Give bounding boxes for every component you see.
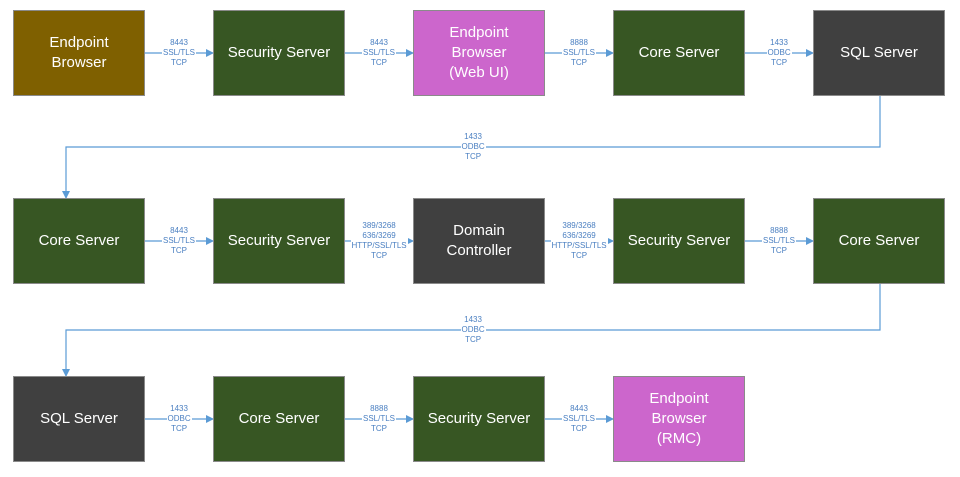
connection-label: 389/3268 636/3269 HTTP/SSL/TLS TCP xyxy=(550,221,608,261)
connection-label: 1433 ODBC TCP xyxy=(166,404,192,434)
connection-label: 8888 SSL/TLS TCP xyxy=(362,404,397,434)
connection-label: 8888 SSL/TLS TCP xyxy=(762,226,797,256)
node-core-server: Core Server xyxy=(813,198,945,284)
node-domain-controller: Domain Controller xyxy=(413,198,545,284)
connection-label: 389/3268 636/3269 HTTP/SSL/TLS TCP xyxy=(350,221,408,261)
node-sql-server: SQL Server xyxy=(813,10,945,96)
connection-label: 1433 ODBC TCP xyxy=(460,132,486,162)
connection-label: 1433 ODBC TCP xyxy=(460,315,486,345)
node-sql-server: SQL Server xyxy=(13,376,145,462)
node-security-server: Security Server xyxy=(213,198,345,284)
node-core-server: Core Server xyxy=(13,198,145,284)
node-endpoint-browser-rmc: Endpoint Browser (RMC) xyxy=(613,376,745,462)
node-security-server: Security Server xyxy=(213,10,345,96)
connection-label: 8443 SSL/TLS TCP xyxy=(162,38,197,68)
node-endpoint-browser: Endpoint Browser xyxy=(13,10,145,96)
connection-label: 8443 SSL/TLS TCP xyxy=(162,226,197,256)
connection-label: 8443 SSL/TLS TCP xyxy=(562,404,597,434)
node-security-server: Security Server xyxy=(613,198,745,284)
node-security-server: Security Server xyxy=(413,376,545,462)
connection-label: 8443 SSL/TLS TCP xyxy=(362,38,397,68)
node-core-server: Core Server xyxy=(613,10,745,96)
connection-label: 8888 SSL/TLS TCP xyxy=(562,38,597,68)
node-endpoint-browser-web-ui: Endpoint Browser (Web UI) xyxy=(413,10,545,96)
connection-label: 1433 ODBC TCP xyxy=(766,38,792,68)
node-core-server: Core Server xyxy=(213,376,345,462)
